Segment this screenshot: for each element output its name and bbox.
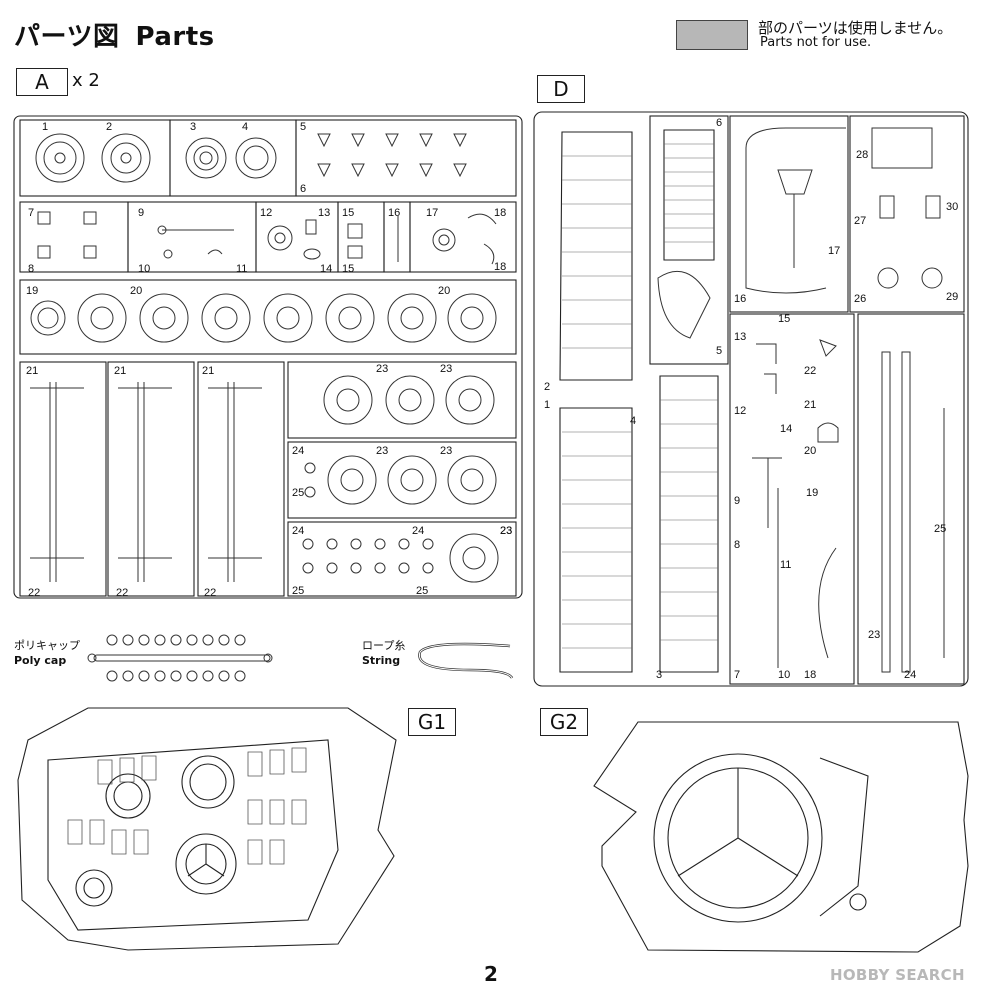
part-number-label: 23 [868,629,880,641]
page-title-en: Parts [135,22,215,52]
part-number-label: 25 [416,585,428,597]
part-number-label: 6 [300,183,306,195]
part-number-label: 5 [300,121,306,133]
part-number-label: 14 [780,423,792,435]
part-number-label: 23 [376,363,388,375]
part-number-label: 11 [236,263,247,275]
page-title: パーツ図 Parts [14,16,215,53]
part-number-label: 5 [716,345,722,357]
part-number-label: 18 [494,261,506,273]
sprue-g2-tag: G2 [540,708,588,736]
page-number: 2 [484,962,498,986]
sprue-d-tag: D [537,75,585,103]
part-number-label: 21 [114,365,126,377]
part-number-label: 1 [544,399,550,411]
part-number-label: 29 [946,291,958,303]
part-number-label: 24 [292,525,304,537]
part-number-label: 9 [138,207,144,219]
part-number-label: 3 [190,121,196,133]
part-number-label: 15 [778,313,790,325]
part-number-label: 15 [342,263,354,275]
part-number-label: 17 [828,245,840,257]
sprue-g1-tag: G1 [408,708,456,736]
part-number-label: 25 [934,523,946,535]
part-number-label: 17 [426,207,438,219]
poly-cap-label-en: Poly cap [14,654,67,667]
part-number-label: 21 [26,365,38,377]
part-number-label: 2 [106,121,112,133]
legend-text-en: Parts not for use. [760,35,872,50]
part-number-label: 10 [138,263,150,275]
part-number-label: 24 [412,525,424,537]
not-used-swatch [676,20,748,50]
part-number-label: 21 [804,399,816,411]
part-number-label: 6 [716,117,722,129]
part-number-label: 23 [376,445,388,457]
part-number-label: 14 [320,263,332,275]
part-number-label: 23 [500,525,512,537]
part-number-label: 22 [804,365,816,377]
part-number-label: 26 [854,293,866,305]
hull-g2-drawing [593,721,969,953]
poly-caps-drawing [87,634,273,682]
part-number-label: 2 [544,381,550,393]
page-title-jp: パーツ図 [14,22,120,52]
legend-text-jp: 部のパーツは使用しません。 [758,19,953,37]
part-number-label: 13 [318,207,330,219]
part-number-label: 19 [806,487,818,499]
part-number-label: 18 [804,669,816,681]
poly-cap-label-jp: ポリキャップ [14,639,80,652]
part-number-label: 11 [780,559,791,571]
part-number-label: 16 [388,207,400,219]
part-number-label: 20 [804,445,816,457]
poly-cap-label: ポリキャップ Poly cap [14,638,80,668]
part-number-label: 15 [342,207,354,219]
part-number-label: 25 [292,585,304,597]
part-number-label: 27 [854,215,866,227]
part-number-label: 7 [28,207,34,219]
part-number-label: 16 [734,293,746,305]
part-number-label: 3 [656,669,662,681]
part-number-label: 12 [734,405,746,417]
string-label-jp: ロープ糸 [362,639,406,652]
part-number-label: 18 [494,207,506,219]
sprue-a-tag: A [16,68,68,96]
part-number-label: 20 [130,285,142,297]
part-number-label: 21 [202,365,214,377]
part-number-label: 23 [440,445,452,457]
part-number-label: 23 [440,363,452,375]
part-number-label: 22 [116,587,128,599]
string-label-en: String [362,654,401,667]
part-number-label: 1 [42,121,48,133]
part-number-label: 24 [292,445,304,457]
part-number-label: 30 [946,201,958,213]
part-number-label: 9 [734,495,740,507]
sprue-a-multiplier: x 2 [72,70,100,91]
part-number-label: 10 [778,669,790,681]
part-number-label: 4 [242,121,248,133]
part-number-label: 8 [734,539,740,551]
part-number-label: 22 [28,587,40,599]
part-number-label: 24 [904,669,916,681]
part-number-label: 12 [260,207,272,219]
part-number-label: 19 [26,285,38,297]
part-number-label: 28 [856,149,868,161]
part-number-label: 22 [204,587,216,599]
part-number-label: 8 [28,263,34,275]
string-label: ロープ糸 String [362,638,405,668]
hull-top-g1-drawing [17,707,397,951]
hobby-search-watermark: HOBBY SEARCH [830,966,965,984]
part-number-label: 4 [630,415,636,427]
string-drawing [418,642,514,679]
part-number-label: 13 [734,331,746,343]
part-number-label: 23 [500,525,512,537]
part-number-label: 7 [734,669,740,681]
part-number-label: 25 [292,487,304,499]
part-number-label: 20 [438,285,450,297]
